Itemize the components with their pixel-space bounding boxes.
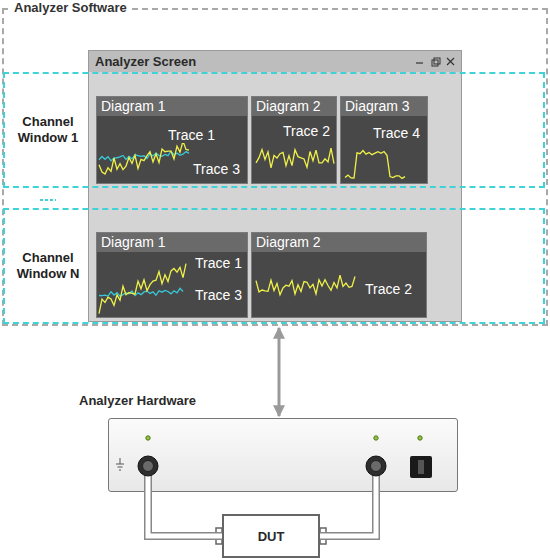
diagram-header: Diagram 3 bbox=[341, 97, 427, 116]
trace-label: Trace 2 bbox=[281, 123, 332, 139]
trace-line bbox=[256, 148, 334, 168]
power-switch bbox=[410, 456, 432, 478]
diagram-panel: Diagram 3 Trace 4 bbox=[340, 96, 428, 184]
trace-line bbox=[99, 141, 189, 174]
window-buttons bbox=[415, 55, 459, 69]
cable-stub-core bbox=[374, 474, 379, 493]
ground-symbol bbox=[116, 458, 124, 470]
trace-label: Trace 4 bbox=[371, 125, 422, 141]
status-led bbox=[146, 436, 150, 440]
cable-stub bbox=[144, 474, 152, 493]
dut-label: DUT bbox=[258, 529, 285, 544]
region-title: Analyzer Software bbox=[10, 0, 131, 15]
diagram-panel: Diagram 2 Trace 2 bbox=[251, 96, 337, 184]
power-switch-rocker bbox=[418, 460, 424, 474]
trace-label: Trace 3 bbox=[191, 161, 242, 177]
port-connector bbox=[138, 456, 158, 476]
ellipsis-mark bbox=[40, 199, 56, 201]
trace-label: Trace 1 bbox=[166, 127, 217, 143]
analyzer-device: Analyzer Hardware bbox=[108, 418, 458, 492]
channel-label: Channel Window 1 bbox=[9, 114, 87, 146]
port-connector-center bbox=[371, 461, 382, 472]
test-cable-core bbox=[320, 491, 376, 536]
diagram-header: Diagram 1 bbox=[97, 97, 247, 116]
diagram-header: Diagram 2 bbox=[252, 97, 336, 116]
trace-label: Trace 3 bbox=[193, 287, 244, 303]
status-led bbox=[418, 436, 422, 440]
port-connector-center bbox=[143, 461, 154, 472]
diagram-panel: Diagram 1 Trace 1 Trace 3 bbox=[96, 96, 248, 184]
diagram-header: Diagram 2 bbox=[252, 233, 426, 252]
device-front-panel bbox=[108, 418, 458, 492]
test-cable bbox=[148, 491, 222, 536]
trace-line bbox=[256, 275, 355, 295]
data-link-arrow bbox=[278, 328, 281, 416]
channel-window: Diagram 1 Trace 1 Trace 3 Diagram 2 Trace 2 C… bbox=[3, 208, 545, 324]
channel-window: Diagram 1Trace 1Trace 3Diagram 2Trace 2D… bbox=[3, 72, 545, 188]
window-title: Analyzer Screen bbox=[89, 51, 461, 72]
test-cable-core bbox=[148, 491, 222, 536]
channel-label: Channel Window N bbox=[9, 250, 87, 282]
diagram-panel: Diagram 1 Trace 1 Trace 3 bbox=[96, 232, 248, 318]
software-region: Analyzer ScreenDiagram 1Trace 1Trace 3Di… bbox=[2, 8, 548, 326]
port-connector bbox=[366, 456, 386, 476]
cable-stub-core bbox=[146, 474, 151, 493]
diagram-panel: Diagram 2 Trace 2 bbox=[251, 232, 427, 318]
device-heading: Analyzer Hardware bbox=[79, 393, 196, 408]
cable-stub bbox=[372, 474, 380, 493]
minimize-icon bbox=[416, 62, 423, 63]
trace-label: Trace 1 bbox=[193, 255, 244, 271]
trace-label: Trace 2 bbox=[363, 281, 414, 297]
trace-line bbox=[345, 151, 405, 179]
status-led bbox=[374, 436, 378, 440]
dut-box: DUT bbox=[222, 514, 320, 558]
diagram-header: Diagram 1 bbox=[97, 233, 247, 252]
trace-line bbox=[99, 264, 186, 314]
test-cable bbox=[320, 491, 376, 536]
